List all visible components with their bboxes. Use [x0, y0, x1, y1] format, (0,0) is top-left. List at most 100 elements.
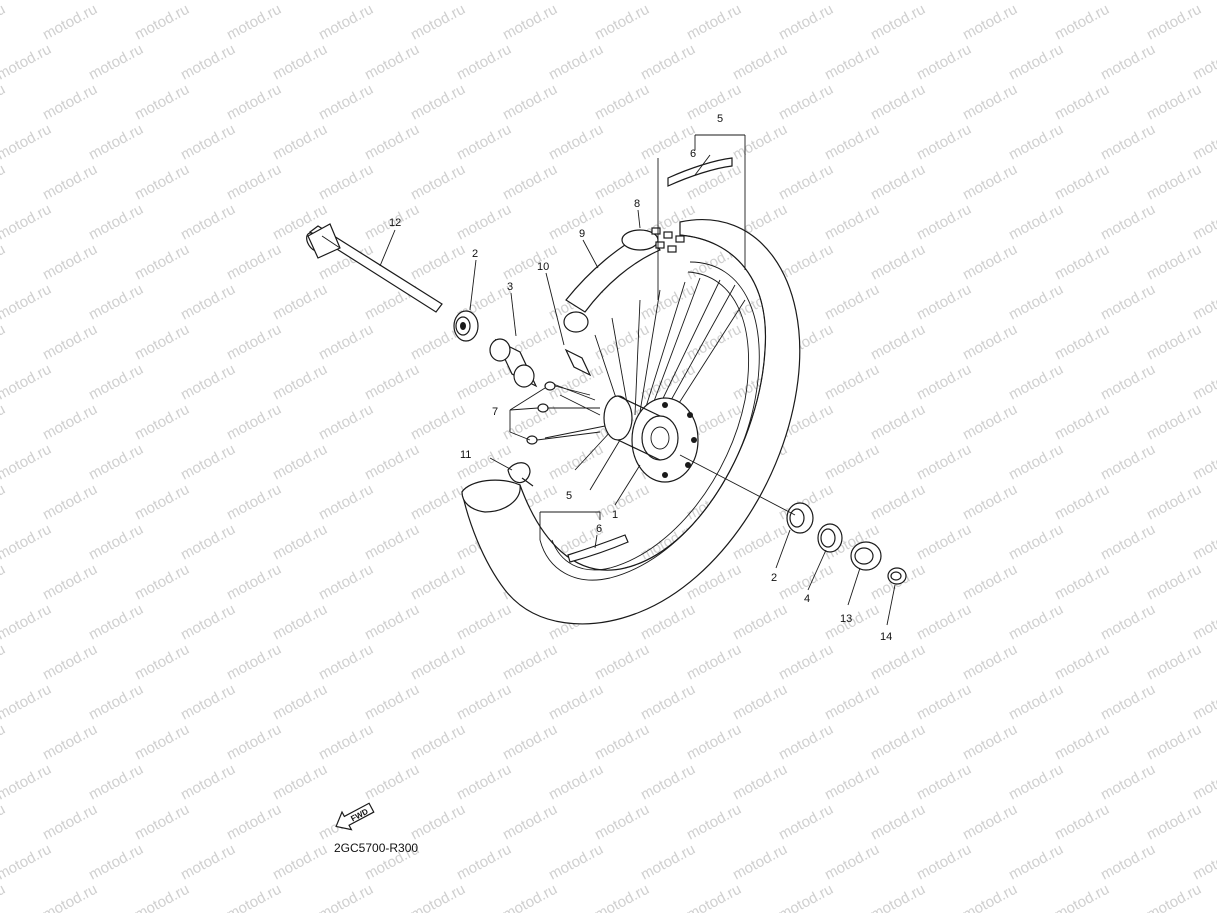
- watermark-text: motod.ru: [270, 521, 330, 564]
- callout-6-upper: 6: [690, 148, 696, 160]
- bearing-right: [786, 502, 814, 534]
- watermark-text: motod.ru: [914, 761, 974, 804]
- watermark-text: motod.ru: [1144, 321, 1204, 364]
- watermark-text: motod.ru: [408, 801, 468, 844]
- watermark-text: motod.ru: [0, 521, 54, 564]
- watermark-text: motod.ru: [592, 161, 652, 204]
- watermark-text: motod.ru: [270, 441, 330, 484]
- watermark-text: motod.ru: [868, 881, 928, 913]
- watermark-text: motod.ru: [224, 161, 284, 204]
- callout-10: 10: [537, 261, 549, 273]
- watermark-text: motod.ru: [86, 201, 146, 244]
- watermark-text: motod.ru: [178, 841, 238, 884]
- watermark-text: motod.ru: [730, 601, 790, 644]
- watermark-text: motod.ru: [914, 841, 974, 884]
- watermark-text: motod.ru: [362, 0, 422, 4]
- watermark-text: motod.ru: [316, 1, 376, 44]
- watermark-text: motod.ru: [1052, 481, 1112, 524]
- watermark-text: motod.ru: [0, 0, 54, 4]
- watermark-text: motod.ru: [500, 721, 560, 764]
- watermark-text: motod.ru: [1144, 481, 1204, 524]
- callout-14: 14: [880, 631, 892, 643]
- watermark-text: motod.ru: [0, 801, 8, 844]
- watermark-text: motod.ru: [0, 761, 54, 804]
- watermark-text: motod.ru: [40, 481, 100, 524]
- rim-strip-upper: [657, 134, 746, 300]
- watermark-text: motod.ru: [86, 121, 146, 164]
- watermark-text: motod.ru: [40, 161, 100, 204]
- watermark-text: motod.ru: [1190, 281, 1217, 324]
- watermark-text: motod.ru: [914, 41, 974, 84]
- watermark-text: motod.ru: [454, 601, 514, 644]
- watermark-text: motod.ru: [132, 241, 192, 284]
- watermark-text: motod.ru: [454, 41, 514, 84]
- callout-2-right: 2: [771, 572, 777, 584]
- watermark-text: motod.ru: [960, 881, 1020, 913]
- watermark-text: motod.ru: [408, 721, 468, 764]
- watermark-text: motod.ru: [132, 321, 192, 364]
- oil-seal: [817, 523, 843, 553]
- watermark-text: motod.ru: [546, 761, 606, 804]
- watermark-text: motod.ru: [960, 161, 1020, 204]
- watermark-text: motod.ru: [0, 481, 8, 524]
- watermark-text: motod.ru: [914, 201, 974, 244]
- watermark-text: motod.ru: [822, 441, 882, 484]
- watermark-text: motod.ru: [0, 641, 8, 684]
- callout-5-upper: 5: [717, 113, 723, 125]
- watermark-text: motod.ru: [454, 361, 514, 404]
- watermark-text: motod.ru: [224, 801, 284, 844]
- watermark-text: motod.ru: [638, 0, 698, 4]
- watermark-text: motod.ru: [362, 361, 422, 404]
- watermark-text: motod.ru: [1190, 601, 1217, 644]
- watermark-text: motod.ru: [132, 161, 192, 204]
- watermark-text: motod.ru: [270, 41, 330, 84]
- watermark-text: motod.ru: [868, 161, 928, 204]
- watermark-text: motod.ru: [40, 321, 100, 364]
- watermark-text: motod.ru: [1052, 81, 1112, 124]
- leader-lines: [379, 154, 896, 626]
- rim: [539, 261, 760, 581]
- callout-11: 11: [460, 449, 471, 461]
- watermark-text: motod.ru: [546, 441, 606, 484]
- watermark-text: motod.ru: [592, 1, 652, 44]
- watermark-text: motod.ru: [1006, 361, 1066, 404]
- watermark-text: motod.ru: [1144, 161, 1204, 204]
- watermark-text: motod.ru: [730, 121, 790, 164]
- watermark-text: motod.ru: [684, 641, 744, 684]
- watermark-text: motod.ru: [132, 721, 192, 764]
- watermark-text: motod.ru: [86, 441, 146, 484]
- watermark-text: motod.ru: [454, 121, 514, 164]
- watermark-text: motod.ru: [270, 761, 330, 804]
- watermark-text: motod.ru: [1098, 441, 1158, 484]
- watermark-text: motod.ru: [914, 361, 974, 404]
- callout-9: 9: [579, 228, 585, 240]
- watermark-text: motod.ru: [86, 0, 146, 4]
- watermark-text: motod.ru: [224, 321, 284, 364]
- watermark-text: motod.ru: [270, 0, 330, 4]
- watermark-text: motod.ru: [408, 641, 468, 684]
- watermark-text: motod.ru: [178, 361, 238, 404]
- rim-lock: [564, 348, 592, 377]
- watermark-text: motod.ru: [684, 321, 744, 364]
- watermark-text: motod.ru: [316, 481, 376, 524]
- watermark-text: motod.ru: [592, 81, 652, 124]
- watermark-text: motod.ru: [224, 81, 284, 124]
- watermark-text: motod.ru: [960, 561, 1020, 604]
- watermark-text: motod.ru: [592, 481, 652, 524]
- watermark-text: motod.ru: [1098, 841, 1158, 884]
- spacer: [489, 338, 538, 388]
- watermark-text: motod.ru: [500, 881, 560, 913]
- watermark-text: motod.ru: [0, 201, 54, 244]
- watermark-text: motod.ru: [224, 881, 284, 913]
- watermark-text: motod.ru: [1052, 321, 1112, 364]
- watermark-text: motod.ru: [0, 681, 54, 724]
- callout-labels: 1 2 2 3 4 5 5 6 6 7 8 9 10 11 12 13 14: [389, 113, 892, 643]
- watermark-text: motod.ru: [316, 561, 376, 604]
- watermark-text: motod.ru: [1006, 761, 1066, 804]
- watermark-text: motod.ru: [730, 841, 790, 884]
- watermark-text: motod.ru: [960, 801, 1020, 844]
- watermark-text: motod.ru: [546, 121, 606, 164]
- watermark-text: motod.ru: [178, 121, 238, 164]
- watermark-text: motod.ru: [592, 801, 652, 844]
- drawing-code: 2GC5700-R300: [334, 841, 418, 855]
